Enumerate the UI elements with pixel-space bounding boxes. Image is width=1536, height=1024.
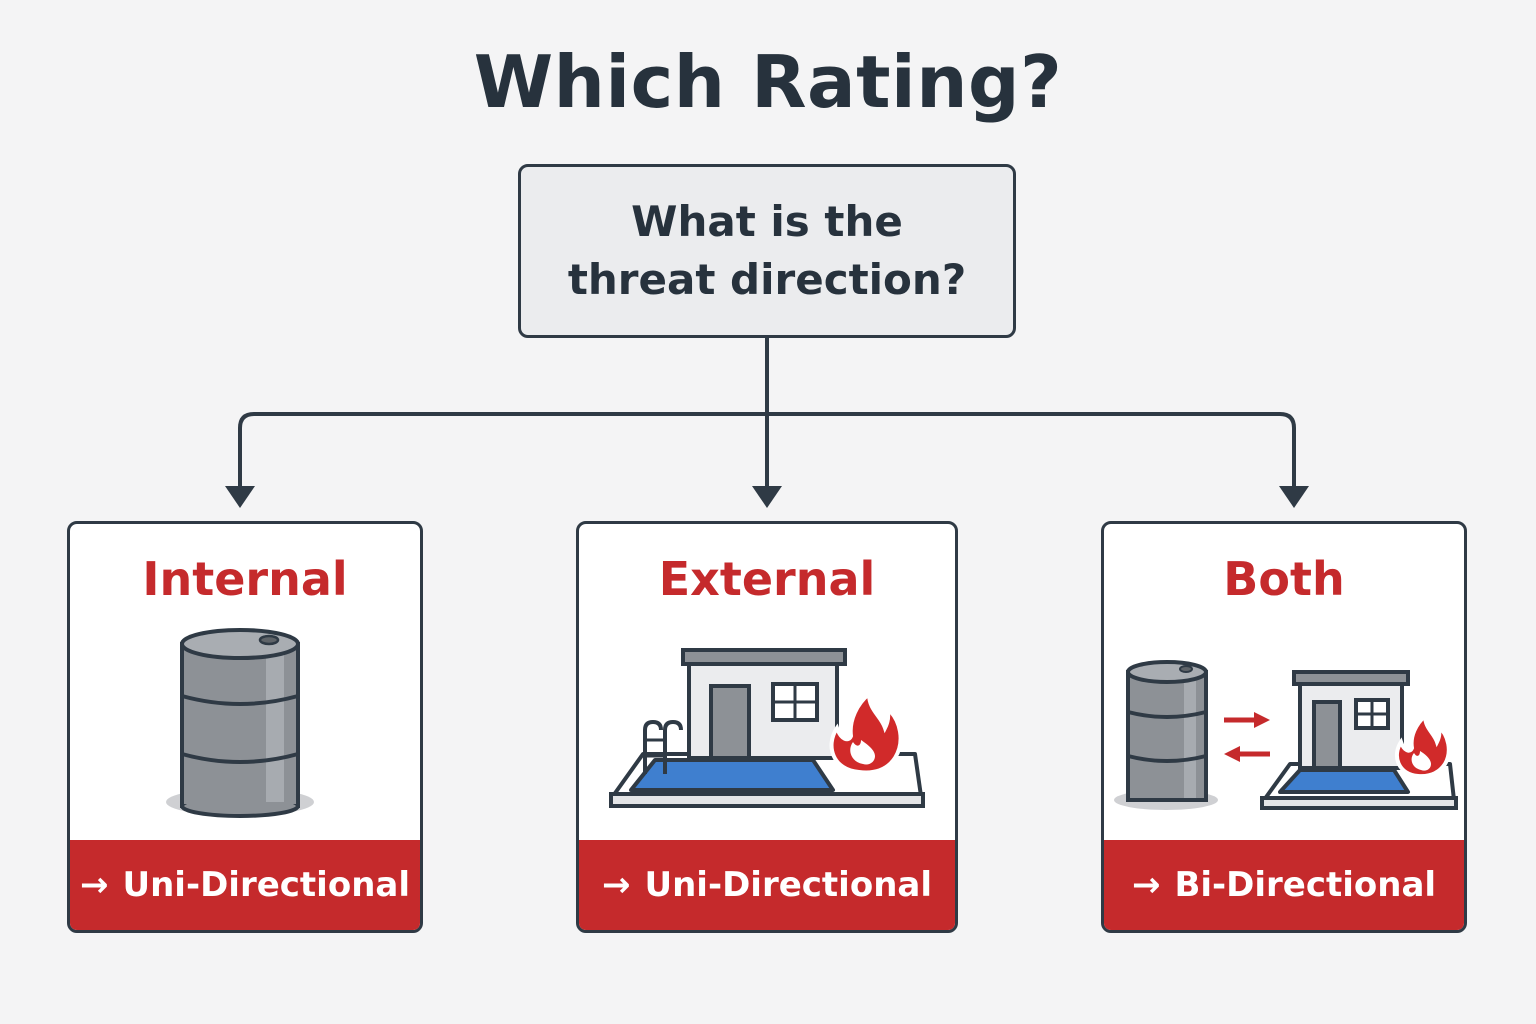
result-label: → Uni-Directional (70, 840, 420, 930)
right-arrow-icon: → (601, 865, 631, 905)
result-label: → Uni-Directional (579, 840, 955, 930)
house-pool-fire-icon (609, 648, 925, 808)
arrow-internal-icon (225, 486, 255, 508)
result-text: Bi-Directional (1174, 865, 1437, 905)
branch-line (238, 412, 1296, 488)
question-box: What is the threat direction? (518, 164, 1016, 338)
result-text: Uni-Directional (122, 865, 410, 905)
option-card-both: Both → Bi-Directional (1101, 521, 1467, 933)
option-card-internal: Internal → Uni-Directional (67, 521, 423, 933)
drum-exchange-house-icon (1114, 660, 1458, 810)
card-title: Both (1223, 552, 1345, 606)
result-text: Uni-Directional (644, 865, 932, 905)
question-text: What is the threat direction? (567, 197, 967, 304)
card-title: Internal (142, 552, 348, 606)
right-arrow-icon: → (79, 865, 109, 905)
option-card-external: External → Uni-Directional (576, 521, 958, 933)
right-arrow-icon: → (1131, 865, 1161, 905)
arrow-both-icon (1279, 486, 1309, 508)
arrow-external-icon (752, 486, 782, 508)
result-label: → Bi-Directional (1104, 840, 1464, 930)
oil-drum-icon (166, 628, 314, 818)
card-title: External (658, 552, 876, 606)
page-title: Which Rating? (473, 40, 1063, 124)
